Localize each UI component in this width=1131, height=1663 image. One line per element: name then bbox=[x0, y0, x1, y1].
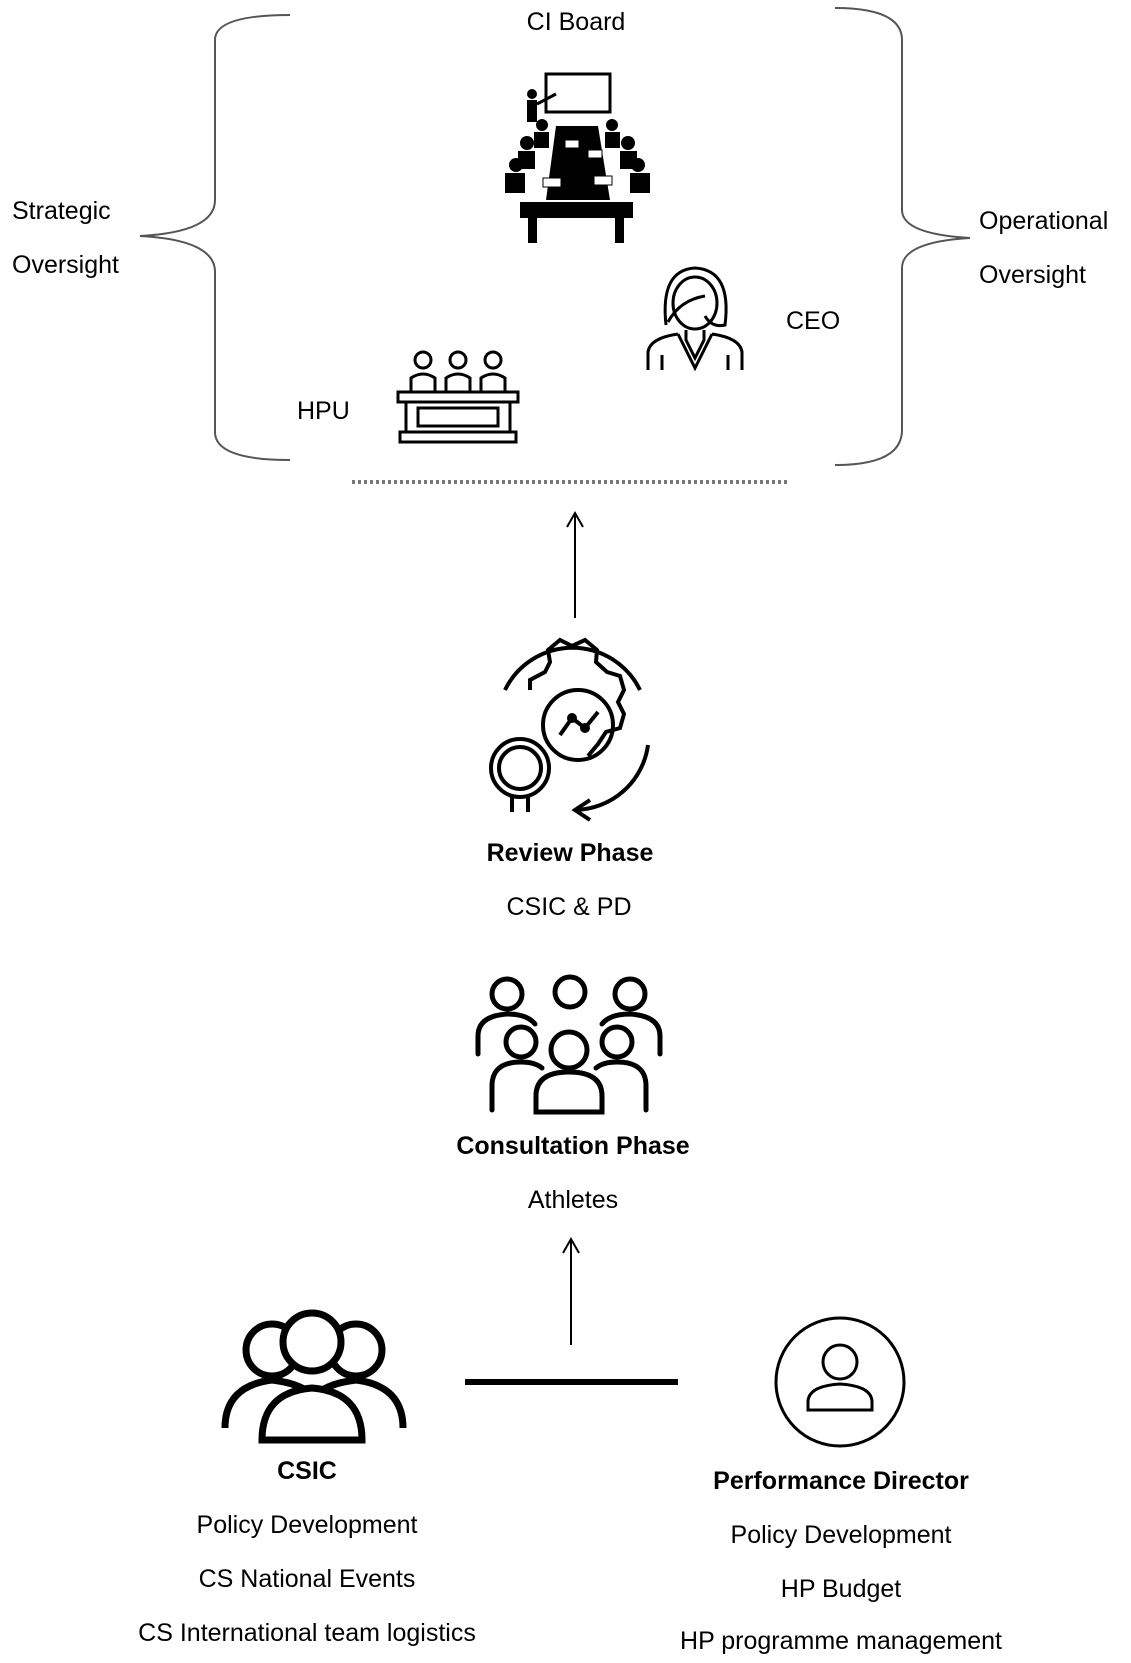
gear-magnifier-icon bbox=[489, 637, 650, 822]
strategic-oversight-line2: Oversight bbox=[12, 251, 119, 279]
arrow-head-governance bbox=[566, 510, 584, 528]
operational-oversight-line2: Oversight bbox=[979, 261, 1086, 289]
group-people-icon bbox=[475, 974, 663, 1115]
panel-desk-icon bbox=[396, 350, 520, 444]
review-phase-subtitle: CSIC & PD bbox=[506, 893, 632, 921]
businesswoman-icon bbox=[646, 266, 744, 372]
csic-item: CS International team logistics bbox=[138, 1619, 476, 1647]
board-label: CI Board bbox=[526, 8, 626, 36]
boardroom-meeting-icon bbox=[505, 72, 650, 243]
strategic-oversight-line1: Strategic bbox=[12, 197, 111, 225]
arrow-head-consultation bbox=[562, 1236, 580, 1254]
csic-item: Policy Development bbox=[196, 1511, 418, 1539]
consultation-phase-title: Consultation Phase bbox=[456, 1132, 690, 1160]
hpu-label: HPU bbox=[297, 397, 350, 425]
consultation-phase-subtitle: Athletes bbox=[527, 1186, 619, 1214]
user-circle-icon bbox=[774, 1316, 906, 1448]
review-phase-title: Review Phase bbox=[486, 839, 654, 867]
operational-oversight-line1: Operational bbox=[979, 207, 1109, 235]
pd-item: HP programme management bbox=[680, 1627, 1002, 1655]
right-brace bbox=[834, 7, 971, 466]
pd-item: HP Budget bbox=[780, 1575, 902, 1603]
three-people-icon bbox=[221, 1309, 407, 1444]
ceo-label: CEO bbox=[786, 307, 841, 335]
pd-item: Policy Development bbox=[730, 1521, 952, 1549]
pd-title: Performance Director bbox=[713, 1467, 969, 1495]
left-brace bbox=[139, 14, 291, 461]
csic-item: CS National Events bbox=[198, 1565, 416, 1593]
csic-title: CSIC bbox=[277, 1457, 337, 1485]
